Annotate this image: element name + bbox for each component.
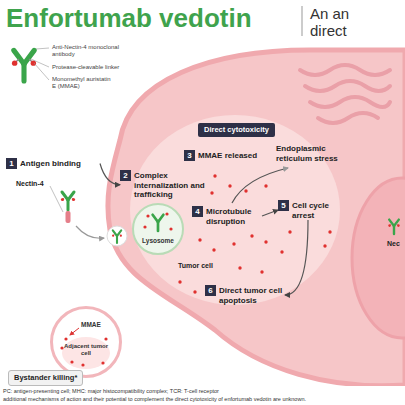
- step-node: 5Cell cycle arrest: [278, 200, 338, 220]
- mmae-dot: [238, 266, 241, 269]
- step-node: 1Antigen binding: [6, 158, 100, 169]
- adjacent-cell-circle: MMAE Adjacent tumor cell: [50, 306, 122, 378]
- lysosome-contents: [134, 205, 182, 253]
- step-node: 2Complex internalization and trafficking: [120, 170, 210, 200]
- step-node: 3MMAE released: [184, 150, 260, 161]
- bystander-box: Bystander killing*: [8, 370, 83, 386]
- nectin-4-leader: [50, 186, 63, 212]
- footnote: additional mechanisms of action and thei…: [3, 396, 306, 403]
- cell-label: Tumor cell: [178, 262, 213, 270]
- legend-label: Anti-Nectin-4 monoclonal antibody: [52, 44, 120, 58]
- step-node: 6Direct tumor cell apoptosis: [205, 285, 285, 305]
- step-number: 1: [6, 158, 17, 169]
- mmae-dots: [178, 174, 331, 293]
- step-number: 5: [278, 200, 289, 211]
- step-number: 3: [184, 150, 195, 161]
- released-mmae: [143, 212, 172, 230]
- mmae-dot: [193, 290, 196, 293]
- step-label: Complex internalization and trafficking: [134, 170, 210, 200]
- section-header: Direct cytotoxicity: [198, 123, 275, 137]
- cytoplasm-highlight: [130, 115, 340, 305]
- step-number: 2: [120, 170, 131, 181]
- mmae-dot: [213, 174, 216, 177]
- er-stress-arrow: [232, 168, 288, 203]
- connector-arrow: [100, 164, 120, 185]
- mmae-dot: [212, 248, 215, 251]
- lysosome-label: Lysosome: [134, 237, 182, 245]
- mmae-dot: [260, 270, 263, 273]
- diagram-title: Enfortumab vedotin: [6, 3, 252, 33]
- complex-antibody: [112, 230, 122, 243]
- mmae-diffusion-arrow: [70, 328, 79, 335]
- mmae-dot: [264, 240, 267, 243]
- step-node: 4Microtubule disruption: [192, 206, 262, 226]
- mmae-dot: [228, 184, 231, 187]
- legend-antibody-icon: [12, 50, 36, 81]
- header-text: Direct cytotoxicity: [204, 125, 269, 135]
- mmae-dot: [210, 191, 213, 194]
- mmae-dot: [328, 230, 331, 233]
- subtitle-fragment: An an: [310, 5, 349, 22]
- legend-leader-lines: [31, 48, 49, 80]
- legend-label: Protease-cleavable linker: [52, 64, 144, 71]
- process-label: Endoplasmic reticulum stress: [276, 144, 350, 163]
- lysosome-circle: Lysosome: [132, 203, 184, 255]
- title-divider: [302, 6, 303, 36]
- neighbor-cell: [352, 178, 405, 338]
- step-label: Direct tumor cell apoptosis: [219, 285, 285, 305]
- mmae-dot: [288, 230, 291, 233]
- internalized-complex: [107, 226, 127, 246]
- legend-label: Monomethyl auristatin E (MMAE): [52, 76, 112, 90]
- mmae-dot: [198, 238, 201, 241]
- subtitle-fragment: direct: [310, 22, 347, 39]
- nectin-4-receptor: [66, 211, 71, 223]
- step-label: Microtubule disruption: [206, 206, 262, 226]
- step-label: MMAE released: [198, 150, 260, 161]
- mmae-dot: [280, 250, 283, 253]
- adjacent-cell-contents: [53, 309, 119, 375]
- mmae-dot: [323, 244, 326, 247]
- step-label: Cell cycle arrest: [292, 200, 338, 220]
- footnote: PC: antigen-presenting cell; MHC: major …: [3, 388, 219, 395]
- cell-label: Adjacent tumor cell: [61, 343, 111, 357]
- connector-arrow: [285, 220, 308, 295]
- footer-band: [0, 386, 405, 405]
- receptor-label: Nectin-4: [16, 180, 44, 188]
- mmae-dot: [244, 189, 247, 192]
- mmae-dot: [232, 242, 235, 245]
- box-text: Bystander killing*: [14, 373, 77, 383]
- antibody-binding: [61, 192, 75, 210]
- step-label: Antigen binding: [20, 158, 100, 169]
- adjacent-cell-body: [62, 337, 110, 369]
- mmae-dot: [250, 234, 253, 237]
- step-number: 4: [192, 206, 203, 217]
- mmae-dot: [178, 280, 181, 283]
- connector-arrow: [262, 210, 278, 216]
- mmae-dot: [264, 184, 267, 187]
- antibody-icon: [388, 220, 399, 234]
- lysosome-antibody: [153, 215, 164, 231]
- endoplasmic-reticulum: [300, 65, 390, 123]
- receptor-label: Nec: [387, 240, 400, 248]
- internalization-arrow: [76, 226, 104, 238]
- step-number: 6: [205, 285, 216, 296]
- mmae-label: MMAE: [81, 321, 101, 329]
